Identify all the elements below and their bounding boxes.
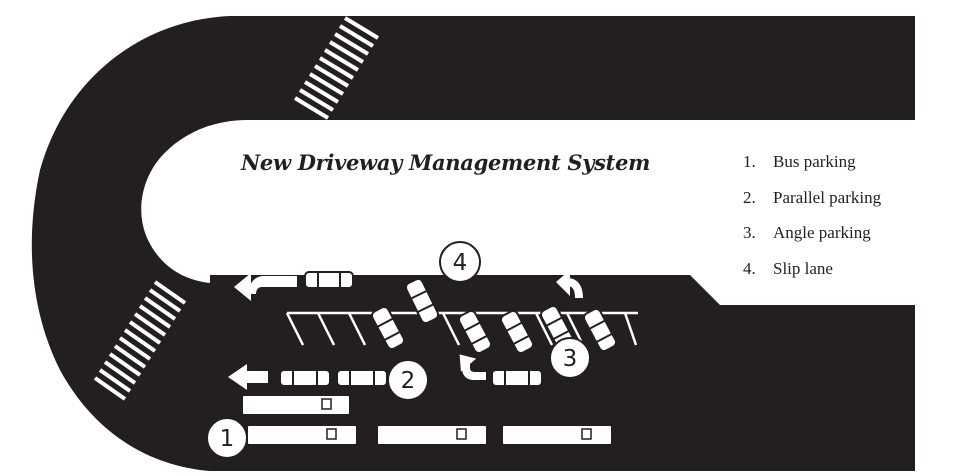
marker-2: 2 <box>387 359 429 401</box>
top-lane-car <box>304 271 354 289</box>
angle-car <box>499 309 535 355</box>
angle-car <box>370 305 406 351</box>
arrow-parallel-turn <box>459 354 486 380</box>
parallel-car <box>279 369 331 387</box>
diagram-title: New Driveway Management System <box>241 150 651 175</box>
angle-parked-cars <box>370 304 618 355</box>
road <box>31 16 915 471</box>
marker-4: 4 <box>439 241 481 283</box>
marker-1-label: 1 <box>220 426 235 452</box>
angle-car <box>582 307 618 353</box>
parallel-car <box>491 369 543 387</box>
legend-item: 1. Bus parking <box>743 152 881 188</box>
legend-item: 4. Slip lane <box>743 259 881 295</box>
legend-label: Slip lane <box>773 258 833 278</box>
parallel-parked-cars <box>279 369 543 387</box>
legend-number: 2. <box>743 187 756 207</box>
arrow-lane-left <box>228 364 268 390</box>
crosswalk-top <box>293 16 380 120</box>
legend: 1. Bus parking 2. Parallel parking 3. An… <box>743 152 881 294</box>
slip-lane-car <box>404 277 440 325</box>
buses <box>241 394 613 446</box>
arrow-angle-turn <box>556 270 583 298</box>
marker-4-label: 4 <box>453 250 468 276</box>
parallel-car <box>336 369 388 387</box>
legend-item: 2. Parallel parking <box>743 188 881 224</box>
bus <box>501 424 613 446</box>
legend-label: Bus parking <box>773 152 856 171</box>
legend-number: 4. <box>743 258 756 278</box>
legend-label: Parallel parking <box>773 187 882 207</box>
bus <box>376 424 488 446</box>
marker-2-label: 2 <box>401 368 416 394</box>
legend-number: 3. <box>743 223 756 242</box>
crosswalk-bottom <box>93 280 187 401</box>
marker-3: 3 <box>549 337 591 379</box>
legend-item: 3. Angle parking <box>743 223 881 259</box>
bus <box>246 424 358 446</box>
marker-3-label: 3 <box>563 346 578 372</box>
legend-label: Angle parking <box>773 223 871 242</box>
marker-1: 1 <box>206 417 248 459</box>
arrow-top-left <box>234 273 297 301</box>
angle-car <box>457 309 493 355</box>
bus <box>241 394 351 416</box>
legend-number: 1. <box>743 152 756 171</box>
